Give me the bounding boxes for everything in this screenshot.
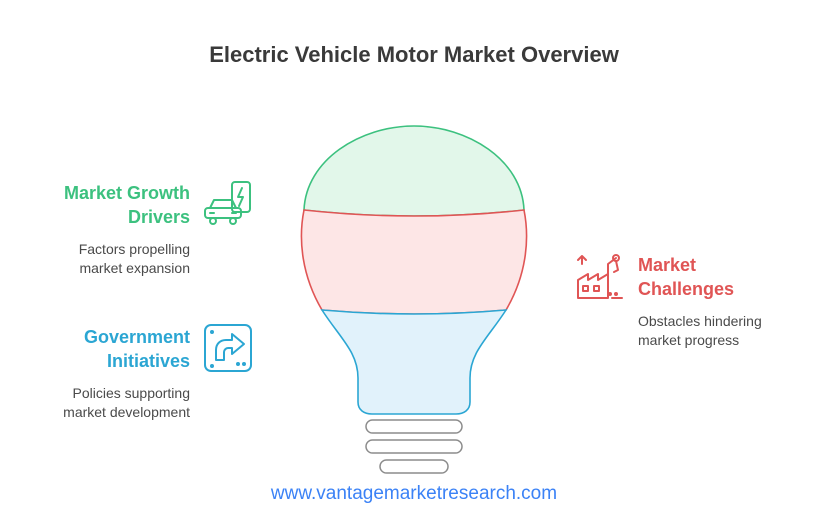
government-description: Policies supporting market development xyxy=(63,385,190,420)
growth-heading: Market Growth Drivers xyxy=(63,183,190,227)
growth-description: Factors propelling market expansion xyxy=(78,241,190,276)
factory-robot-arm-icon xyxy=(577,254,623,299)
bulb-top-segment xyxy=(303,125,525,217)
bulb-base-ring-2 xyxy=(365,439,463,454)
government-heading: Government Initiatives xyxy=(83,327,190,371)
bulb-bottom-segment xyxy=(320,309,508,415)
arrow-upward-icon xyxy=(204,324,252,372)
electric-car-charging-icon xyxy=(204,181,251,225)
source-link[interactable]: www.vantagemarketresearch.com xyxy=(270,483,558,504)
bulb-base-ring-1 xyxy=(365,419,463,434)
challenges-heading: Market Challenges xyxy=(638,255,735,299)
bulb-base-cap xyxy=(379,459,449,474)
bulb-middle-segment xyxy=(300,209,528,315)
challenges-description: Obstacles hindering market progress xyxy=(638,313,762,348)
page-title: Electric Vehicle Motor Market Overview xyxy=(209,42,619,67)
